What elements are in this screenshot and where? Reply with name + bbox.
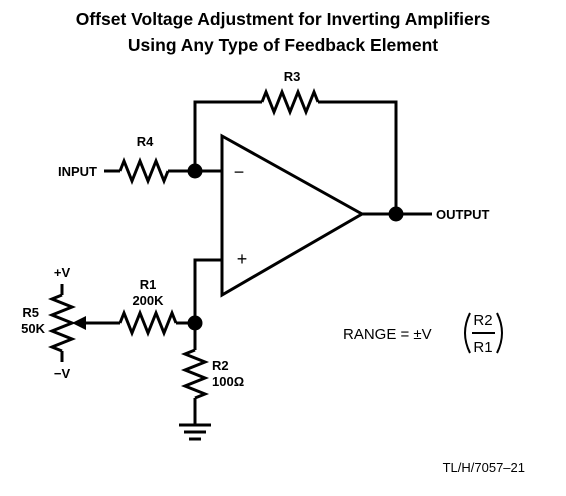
formula-numerator: R2 [473, 312, 492, 329]
op-amp-noninverting-sign: + [237, 249, 248, 269]
r5-value: 50K [21, 321, 45, 336]
ground-symbol [179, 423, 211, 441]
figure-reference: TL/H/7057–21 [443, 460, 525, 475]
op-amp-inverting-sign: − [234, 162, 245, 182]
minus-v-label: −V [54, 366, 71, 381]
r3-label: R3 [284, 69, 301, 84]
r2-value: 100Ω [212, 374, 244, 389]
r5-potentiometer [47, 293, 77, 353]
range-formula: RANGE = ±V R2 R1 [343, 312, 503, 356]
input-label: INPUT [58, 164, 97, 179]
r5-label: R5 [22, 305, 39, 320]
op-amp-symbol [220, 133, 366, 298]
inverting-node-dot [187, 163, 203, 179]
r2-resistor [180, 348, 210, 400]
output-label: OUTPUT [436, 207, 490, 222]
r1-value: 200K [132, 293, 164, 308]
r5-wiper-arrow [72, 316, 86, 330]
noninverting-input-wire [193, 258, 222, 323]
title-line-1: Offset Voltage Adjustment for Inverting … [76, 9, 491, 29]
r4-resistor [118, 156, 170, 186]
r1-label: R1 [140, 277, 157, 292]
range-formula-lhs: RANGE = ±V [343, 326, 432, 343]
formula-left-paren [464, 312, 471, 354]
plus-v-label: +V [54, 265, 71, 280]
output-node-dot [388, 206, 404, 222]
feedback-wire-left [193, 100, 262, 171]
feedback-wire-right [318, 100, 398, 214]
formula-denominator: R1 [473, 339, 492, 356]
title-line-2: Using Any Type of Feedback Element [128, 35, 438, 55]
r2-label: R2 [212, 358, 229, 373]
r3-resistor [260, 87, 320, 117]
formula-right-paren [496, 312, 503, 354]
r4-label: R4 [137, 134, 154, 149]
r1-resistor [118, 308, 178, 338]
